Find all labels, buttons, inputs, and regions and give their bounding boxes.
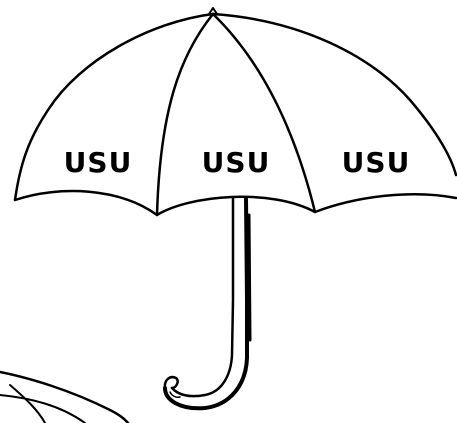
handle-end [165, 377, 178, 388]
leaf-shape-vein [10, 385, 45, 423]
canopy-rib-right [213, 14, 315, 212]
canopy-label-left: USU [64, 146, 133, 179]
canopy-bottom-edge [15, 191, 456, 215]
canopy-rib-left [157, 14, 213, 215]
shaft-shadow [249, 215, 250, 340]
umbrella-shaft-outline [165, 198, 247, 408]
canopy-label-center: USU [202, 146, 271, 179]
umbrella-shaft [172, 198, 233, 396]
canopy-label-right: USU [342, 146, 411, 179]
